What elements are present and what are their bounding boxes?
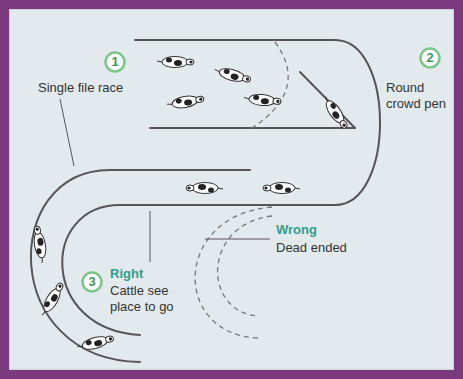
cow — [213, 65, 252, 85]
leader-line — [205, 239, 270, 240]
alley-top-wall — [135, 40, 380, 205]
label-text-box: Dead ended — [276, 240, 347, 256]
cow — [38, 281, 66, 319]
callout-number: 1 — [104, 51, 126, 73]
background-panel — [9, 9, 454, 370]
label: Round crowd pen — [386, 80, 446, 111]
cow — [186, 183, 223, 194]
callout-circle: 2 — [419, 47, 441, 69]
label: Single file race — [38, 80, 123, 95]
race-outer-wall — [31, 170, 250, 362]
label: Right — [110, 266, 143, 281]
leader-line — [150, 211, 151, 262]
callout-number: 2 — [419, 47, 441, 69]
label: Cattle see place to go — [110, 283, 174, 314]
gate-swing-arc — [252, 42, 288, 128]
cow — [244, 93, 282, 107]
callout-number: 3 — [81, 271, 103, 293]
label-text-box: Round crowd pen — [386, 80, 452, 112]
leader-line — [60, 99, 74, 166]
callout-circle: 3 — [81, 271, 103, 293]
cow — [263, 183, 300, 194]
cow — [157, 57, 194, 68]
callout-circle: 1 — [104, 51, 126, 73]
label: Dead ended — [276, 240, 347, 255]
cow — [166, 93, 204, 110]
label-text-box: Cattle see place to go — [110, 283, 190, 315]
label: Wrong — [276, 222, 317, 237]
label-text-box: Right — [110, 266, 143, 282]
cow — [320, 94, 350, 131]
label-text-box: Wrong — [276, 222, 317, 238]
cow — [31, 225, 48, 263]
dead-end-arc-outer — [195, 207, 272, 338]
cow — [76, 333, 115, 353]
crowd-gate — [300, 72, 355, 128]
label-text-box: Single file race — [38, 80, 123, 96]
dead-end-arc-inner — [218, 216, 272, 316]
race-inner-wall — [62, 205, 335, 335]
